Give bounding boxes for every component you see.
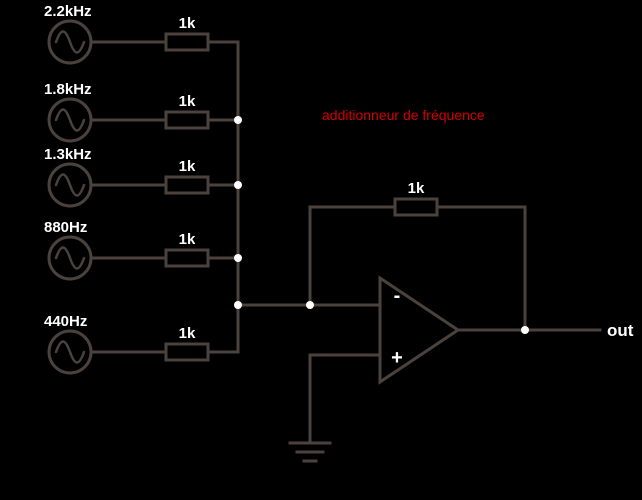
resistor-body [164,110,210,130]
source-label: 880Hz [44,219,87,236]
opamp: - + [378,275,461,385]
resistor-body [164,248,210,268]
resistor-body [164,32,210,52]
junction-dot [521,326,529,334]
ground-branch [288,353,382,463]
junction-dot [234,301,242,309]
resistor-label: 1k [179,93,196,110]
sine-source-1: 2.2kHz 1k [44,3,240,65]
sine-source-4: 880Hz 1k [44,219,240,281]
junction-dot [306,301,314,309]
annotation-text: additionneur de fréquence [322,107,485,123]
ground-symbol [288,441,332,463]
feedback-resistor-label: 1k [408,180,425,197]
output-label: out [607,321,634,340]
resistor-label: 1k [179,325,196,342]
source-label: 440Hz [44,313,87,330]
junction-dot [234,116,242,124]
sine-wave-icon [54,340,86,364]
opamp-triangle [378,275,461,385]
wire [308,205,397,307]
feedback-resistor [393,197,439,217]
resistor-body [164,175,210,195]
sine-source-2: 1.8kHz 1k [44,81,240,143]
opamp-noninverting-label: + [391,347,403,369]
resistor-label: 1k [179,15,196,32]
junction-dot [234,181,242,189]
sine-wave-icon [54,246,86,270]
junction-dot [234,254,242,262]
wire [435,205,527,332]
sine-source-5: 440Hz 1k [44,313,240,375]
source-label: 1.8kHz [44,81,92,98]
feedback-loop: 1k [308,180,527,332]
resistor-label: 1k [179,158,196,175]
opamp-inverting-label: - [394,285,401,307]
wire [308,353,382,445]
sine-wave-icon [54,108,86,132]
source-label: 2.2kHz [44,3,92,20]
resistor-label: 1k [179,231,196,248]
sine-wave-icon [54,30,86,54]
sine-wave-icon [54,173,86,197]
source-label: 1.3kHz [44,146,92,163]
sine-source-3: 1.3kHz 1k [44,146,240,208]
resistor-body [164,342,210,362]
